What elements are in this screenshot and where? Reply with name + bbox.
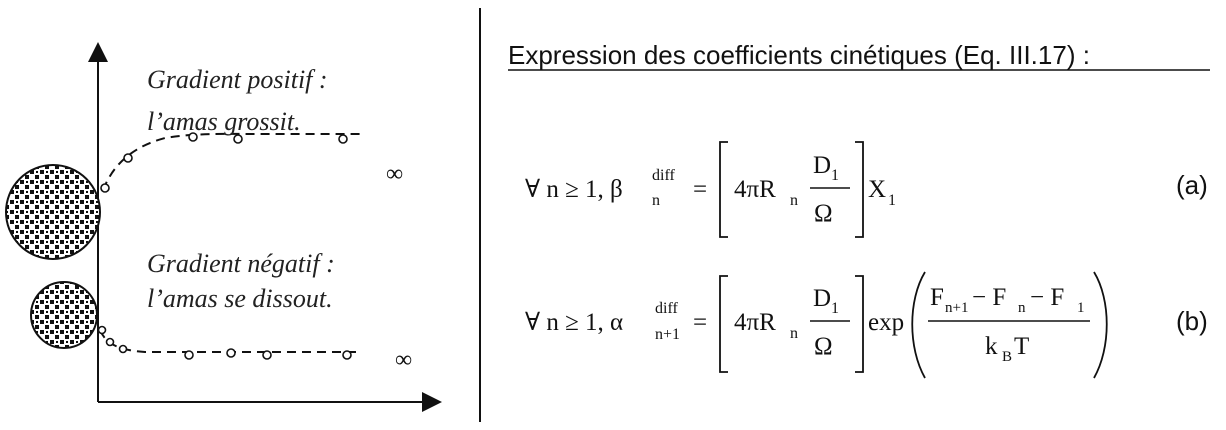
eq-b-tag: (b)	[1176, 306, 1208, 336]
eq-b-frac-num: D	[813, 285, 831, 312]
right-equations: Expression des coefficients cinétiques (…	[508, 40, 1210, 379]
positive-gradient-curve	[102, 132, 360, 191]
eq-b-exp-num-sub3: 1	[1077, 300, 1085, 316]
eq-b-frac-num-sub: 1	[831, 300, 839, 317]
eq-b-exp-num-sub1: n+1	[945, 300, 968, 316]
equation-b: ∀ n ≥ 1, α diff n+1 = 4πR n D 1 Ω exp F …	[525, 271, 1208, 379]
negative-gradient-label: Gradient négatif :	[147, 249, 335, 278]
small-cluster	[30, 281, 98, 349]
positive-gradient-markers	[100, 132, 348, 193]
eq-a-frac-num: D	[813, 152, 831, 179]
eq-a-equals: =	[693, 176, 707, 203]
infinity-bottom: ∞	[395, 347, 412, 373]
infinity-top: ∞	[386, 161, 403, 187]
eq-a-bracket-term: 4πR	[734, 176, 776, 203]
left-schematic: Gradient positif : l’amas grossit. Gradi…	[5, 42, 442, 412]
eq-b-equals: =	[693, 309, 707, 336]
eq-a-left-bracket	[719, 141, 728, 238]
positive-gradient-label: Gradient positif :	[147, 65, 328, 94]
eq-b-lhs-sub: n+1	[655, 326, 680, 343]
eq-a-lhs-sub: n	[652, 192, 660, 209]
eq-a-factor: X	[868, 176, 886, 203]
eq-a-tag: (a)	[1176, 170, 1208, 200]
eq-b-lhs: ∀ n ≥ 1, α	[525, 309, 623, 336]
eq-b-right-paren	[1093, 271, 1108, 379]
eq-b-right-bracket	[855, 275, 864, 373]
eq-a-frac-num-sub: 1	[831, 167, 839, 184]
eq-b-bracket-sub: n	[790, 325, 798, 342]
eq-b-exp: exp	[868, 309, 904, 336]
equations-title: Expression des coefficients cinétiques (…	[508, 40, 1090, 70]
eq-b-exp-den-T: T	[1014, 333, 1029, 360]
eq-b-left-paren	[911, 271, 926, 379]
negative-gradient-sub: l’amas se dissout.	[147, 284, 333, 313]
eq-b-lhs-sup: diff	[655, 300, 678, 317]
eq-b-exp-num-minus1: − F	[972, 284, 1006, 311]
large-cluster	[5, 164, 101, 260]
eq-b-exp-num: F	[930, 284, 944, 311]
eq-b-frac-den: Ω	[814, 333, 833, 360]
eq-a-lhs-sup: diff	[652, 167, 675, 184]
eq-a-lhs: ∀ n ≥ 1, β	[525, 176, 623, 203]
eq-b-left-bracket	[719, 275, 728, 373]
positive-gradient-sub: l’amas grossit.	[147, 107, 301, 136]
eq-a-right-bracket	[855, 141, 864, 238]
eq-a-factor-sub: 1	[888, 192, 896, 209]
eq-b-exp-num-sub2: n	[1018, 300, 1026, 316]
eq-a-frac-den: Ω	[814, 200, 833, 227]
eq-b-bracket-term: 4πR	[734, 309, 776, 336]
eq-b-exp-den-sub: B	[1002, 349, 1012, 365]
eq-b-exp-num-minus2: − F	[1030, 284, 1064, 311]
equation-a: ∀ n ≥ 1, β diff n = 4πR n D 1 Ω X 1 (a)	[525, 141, 1208, 238]
eq-a-bracket-sub: n	[790, 192, 798, 209]
negative-gradient-markers	[97, 325, 352, 360]
eq-b-exp-den: k	[985, 333, 998, 360]
